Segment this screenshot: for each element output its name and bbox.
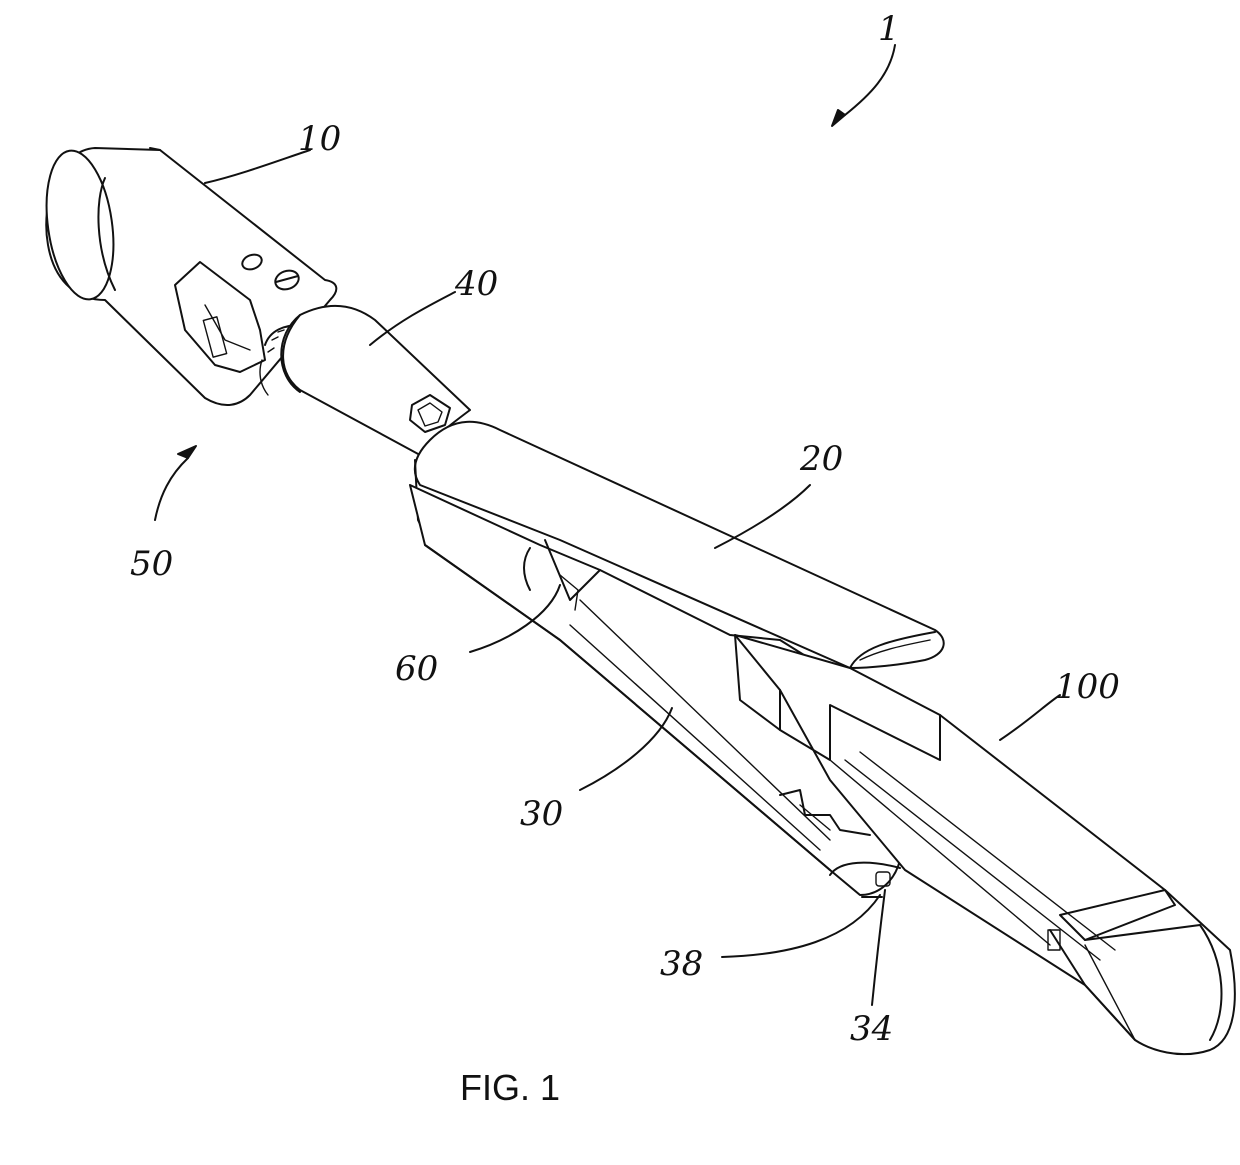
leader-10: [205, 150, 310, 183]
arrow-1: [845, 45, 895, 115]
leader-34: [872, 890, 885, 1005]
figure-caption: FIG. 1: [460, 1067, 560, 1108]
label-1: 1: [878, 9, 900, 49]
arrow-50: [155, 458, 188, 520]
label-20: 20: [799, 439, 843, 479]
leader-38: [722, 895, 880, 957]
label-60: 60: [395, 649, 438, 689]
label-100: 100: [1055, 667, 1120, 707]
leader-100: [1000, 695, 1060, 740]
label-10: 10: [298, 119, 341, 159]
label-50: 50: [130, 544, 173, 584]
label-30: 30: [520, 794, 563, 834]
label-34: 34: [850, 1009, 893, 1049]
label-40: 40: [454, 264, 498, 304]
label-38: 38: [660, 944, 703, 984]
